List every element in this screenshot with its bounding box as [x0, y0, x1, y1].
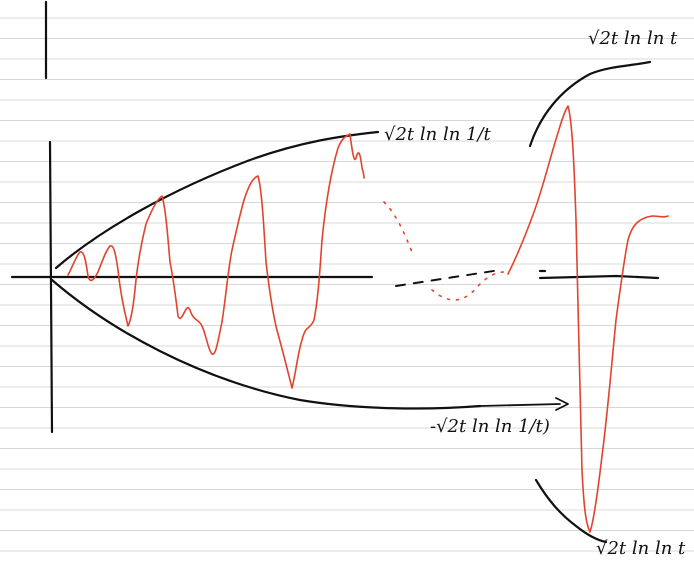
sample-path-trace-right	[507, 105, 669, 533]
upper-right-arc	[528, 60, 652, 148]
lower-envelope-arrow	[479, 397, 569, 411]
lower-envelope-curve	[50, 278, 482, 410]
lower-right-label: √2t ln ln t	[596, 538, 686, 559]
dashed-axis-continuation	[395, 269, 501, 287]
upper-right-label: √2t ln ln t	[588, 28, 678, 49]
sample-path-trace-left	[67, 133, 365, 389]
ruled-lines	[0, 17, 694, 552]
right-axis-continuation	[538, 269, 660, 280]
upper-envelope-curve	[54, 130, 380, 270]
upper-envelope-label: √2t ln ln 1/t	[384, 124, 492, 145]
lower-right-arc	[534, 478, 608, 544]
lower-envelope-label: -√2t ln ln 1/t)	[430, 416, 550, 437]
red-dotted-dip	[431, 271, 505, 301]
dotted-continuation	[383, 201, 413, 253]
vertical-axis	[48, 140, 54, 434]
